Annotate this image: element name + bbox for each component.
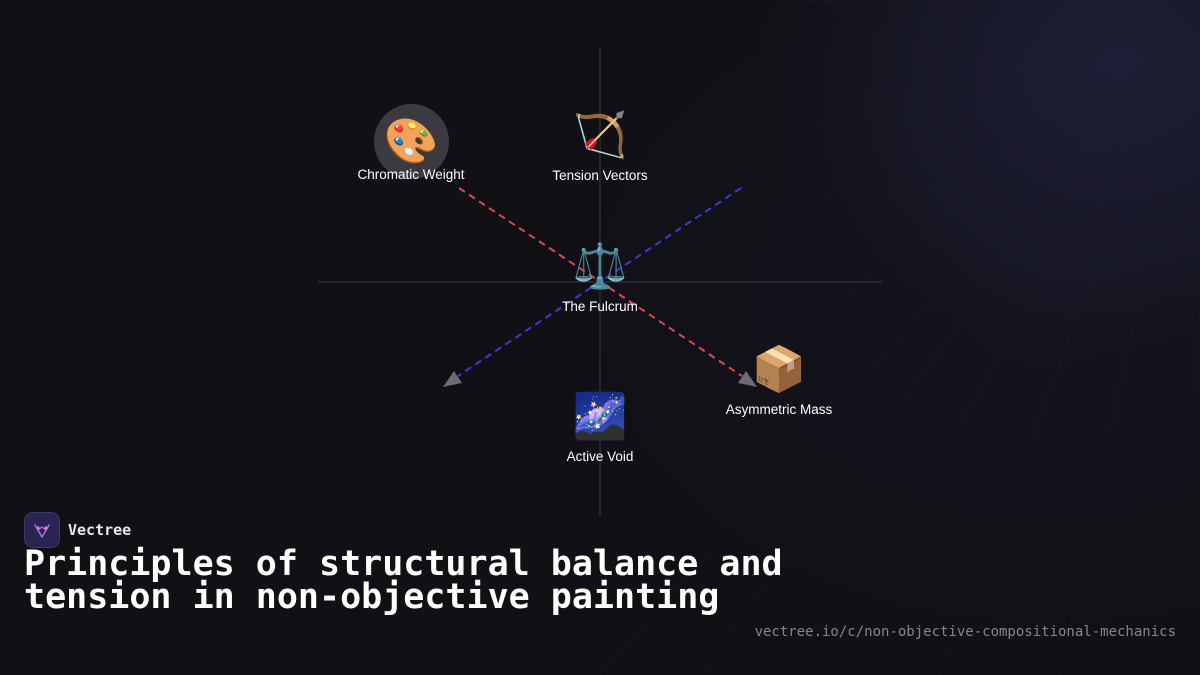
node-active-void: 🌌 Active Void (520, 389, 680, 464)
node-label: Active Void (566, 449, 634, 464)
package-icon: 📦 (751, 344, 807, 395)
balance-scale-icon: ⚖️ (572, 241, 628, 292)
node-label: Chromatic Weight (357, 167, 465, 182)
node-asymmetric-mass: 📦 Asymmetric Mass (699, 342, 859, 417)
node-chromatic-weight: 🎨 Chromatic Weight (331, 104, 491, 182)
red-vector-arrowhead (738, 371, 757, 387)
palette-icon: 🎨 (373, 104, 449, 179)
node-label: Asymmetric Mass (725, 402, 833, 417)
vectree-logo-icon (24, 512, 60, 548)
brand-name: Vectree (68, 521, 132, 539)
brand[interactable]: Vectree (24, 512, 131, 548)
milky-way-icon: 🌌 (572, 391, 628, 442)
bow-and-arrow-icon: 🏹 (572, 110, 628, 161)
page-title: Principles of structural balance and ten… (24, 544, 783, 617)
page-url[interactable]: vectree.io/c/non-objective-compositional… (754, 624, 1176, 640)
node-fulcrum: ⚖️ The Fulcrum (520, 239, 680, 314)
node-tension-vectors: 🏹 Tension Vectors (520, 108, 680, 183)
blue-tension-vector (457, 187, 742, 377)
blue-vector-arrowhead (443, 371, 462, 387)
node-label: Tension Vectors (552, 168, 648, 183)
node-label: The Fulcrum (562, 299, 638, 314)
